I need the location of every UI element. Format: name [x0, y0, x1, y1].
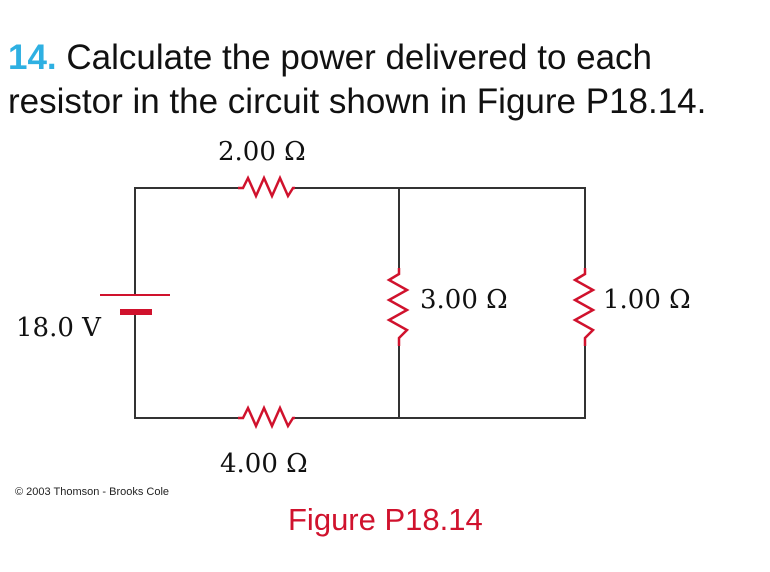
resistor-right [572, 268, 596, 346]
label-r-top: 2.00 Ω [218, 137, 306, 167]
wires [134, 187, 586, 419]
resistor-bottom [238, 404, 295, 430]
copyright: © 2003 Thomson - Brooks Cole [15, 486, 170, 498]
question-number: 14. [8, 38, 57, 77]
resistor-middle [386, 268, 410, 346]
label-r-right: 1.00 Ω [603, 285, 691, 315]
question-line1: Calculate the power delivered to each [66, 38, 653, 77]
question-text: 14. Calculate the power delivered to eac… [8, 36, 706, 124]
resistor-top [238, 174, 295, 200]
question-line2: resistor in the circuit shown in Figure … [8, 82, 707, 121]
label-r-bottom: 4.00 Ω [220, 449, 308, 479]
figure-caption: Figure P18.14 [288, 502, 483, 537]
label-r-middle: 3.00 Ω [420, 285, 508, 315]
label-battery: 18.0 V [16, 313, 102, 343]
